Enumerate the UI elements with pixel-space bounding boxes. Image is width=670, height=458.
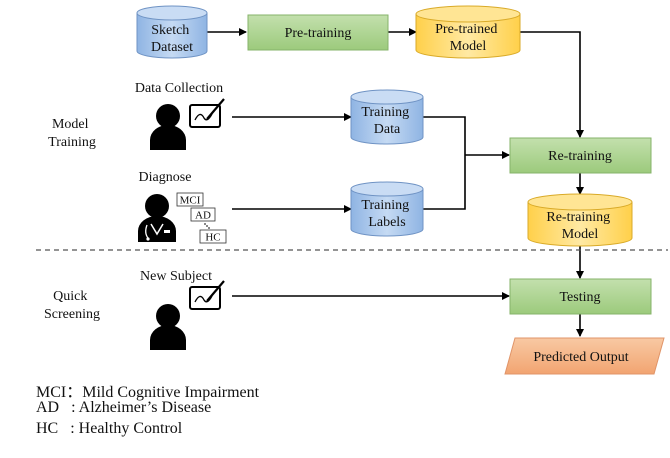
connectors: [207, 28, 584, 337]
training-labels-line2: Labels: [368, 215, 405, 230]
data-collection-label: Data Collection: [135, 81, 223, 96]
sketch-dataset-line1: Sketch: [151, 23, 189, 38]
predicted-output-label: Predicted Output: [533, 350, 628, 365]
arrow-model-to-retraining: [519, 31, 584, 138]
doctor-icon: [138, 194, 176, 242]
line-data-merge: [423, 116, 466, 210]
retraining-model-node: Re-training Model: [527, 193, 633, 247]
training-data-line1: Training: [361, 105, 409, 120]
training-data-node: Training Data: [350, 89, 424, 145]
predicted-output-box: Predicted Output: [504, 337, 665, 375]
testing-box: Testing: [509, 278, 652, 315]
svg-text:AD: AD: [195, 210, 211, 222]
training-labels-line1: Training: [361, 198, 409, 213]
retraining-model-line2: Model: [562, 227, 599, 242]
tablet-drawing-icon: [189, 98, 225, 128]
quick-screening-label: Quick Screening: [44, 289, 100, 322]
svg-text:Re-training Model: Re-training Model: [546, 210, 613, 242]
svg-text:HC: HC: [205, 232, 220, 244]
svg-text:Pre-trained Model: Pre-trained Model: [435, 22, 501, 54]
training-data-line2: Data: [374, 122, 401, 137]
pretrained-model-line2: Model: [450, 39, 487, 54]
mci-tag: MCI: [176, 192, 204, 207]
legend-ad: AD : Alzheimer’s Disease: [36, 399, 212, 416]
retraining-label: Re-training: [548, 149, 612, 164]
retraining-box: Re-training: [509, 137, 652, 174]
pretraining-box: Pre-training: [247, 14, 389, 51]
tag-ellipsis: [204, 223, 210, 229]
pretrained-model-line1: Pre-trained: [435, 22, 497, 37]
legend-hc: HC : Healthy Control: [36, 420, 183, 437]
diagnose-label: Diagnose: [139, 170, 192, 185]
person-icon: [150, 304, 186, 350]
svg-text:Sketch Dataset: Sketch Dataset: [151, 23, 193, 55]
testing-label: Testing: [559, 290, 600, 305]
sketch-dataset-line2: Dataset: [151, 40, 193, 55]
model-training-label: Model Training: [48, 117, 96, 150]
svg-text:MCI: MCI: [180, 195, 201, 207]
tablet-drawing-icon: [189, 280, 225, 310]
svg-text:Training Data: Training Data: [361, 105, 412, 137]
hc-tag: HC: [199, 229, 227, 244]
sketch-dataset-node: Sketch Dataset: [136, 5, 208, 59]
svg-text:Training Labels: Training Labels: [361, 198, 412, 230]
ad-tag: AD: [190, 207, 216, 222]
pretrained-model-node: Pre-trained Model: [415, 5, 521, 59]
retraining-model-line1: Re-training: [546, 210, 610, 225]
pretraining-label: Pre-training: [285, 26, 352, 41]
training-labels-node: Training Labels: [350, 181, 424, 237]
person-icon: [150, 104, 186, 150]
new-subject-label: New Subject: [140, 269, 212, 284]
legend-mci: MCI：Mild Cognitive Impairment: [36, 384, 260, 401]
